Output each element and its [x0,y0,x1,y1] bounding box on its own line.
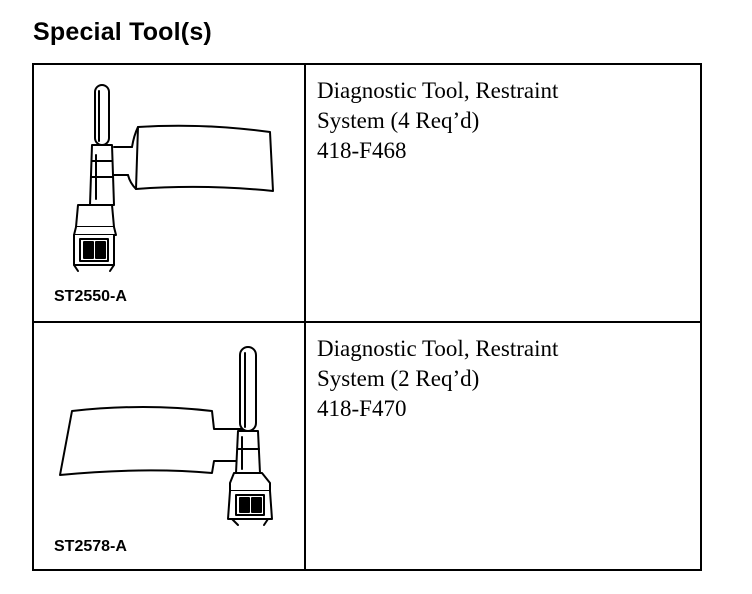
tool-name-line2: System (2 Req’d) [317,366,480,391]
figure-id-label: ST2550-A [54,288,127,305]
tool-row: ST2578-A Diagnostic Tool, Restraint Syst… [34,323,700,569]
tool-figure-cell: ST2578-A [34,323,306,569]
tool-row: ST2550-A Diagnostic Tool, Restraint Syst… [34,65,700,323]
tool-figure-cell: ST2550-A [34,65,306,321]
tool-name-line2: System (4 Req’d) [317,108,480,133]
tool-name-line1: Diagnostic Tool, Restraint [317,78,559,103]
tool-part-number: 418-F468 [317,138,407,163]
tool-description-cell: Diagnostic Tool, Restraint System (4 Req… [306,65,700,321]
diagnostic-tool-illustration [59,346,273,526]
figure-id-label: ST2578-A [54,538,127,555]
tool-name-line1: Diagnostic Tool, Restraint [317,336,559,361]
tool-description-cell: Diagnostic Tool, Restraint System (2 Req… [306,323,700,569]
tool-part-number: 418-F470 [317,396,407,421]
page-title: Special Tool(s) [33,18,212,46]
diagnostic-tool-illustration [73,84,274,272]
special-tools-table: ST2550-A Diagnostic Tool, Restraint Syst… [32,63,702,571]
